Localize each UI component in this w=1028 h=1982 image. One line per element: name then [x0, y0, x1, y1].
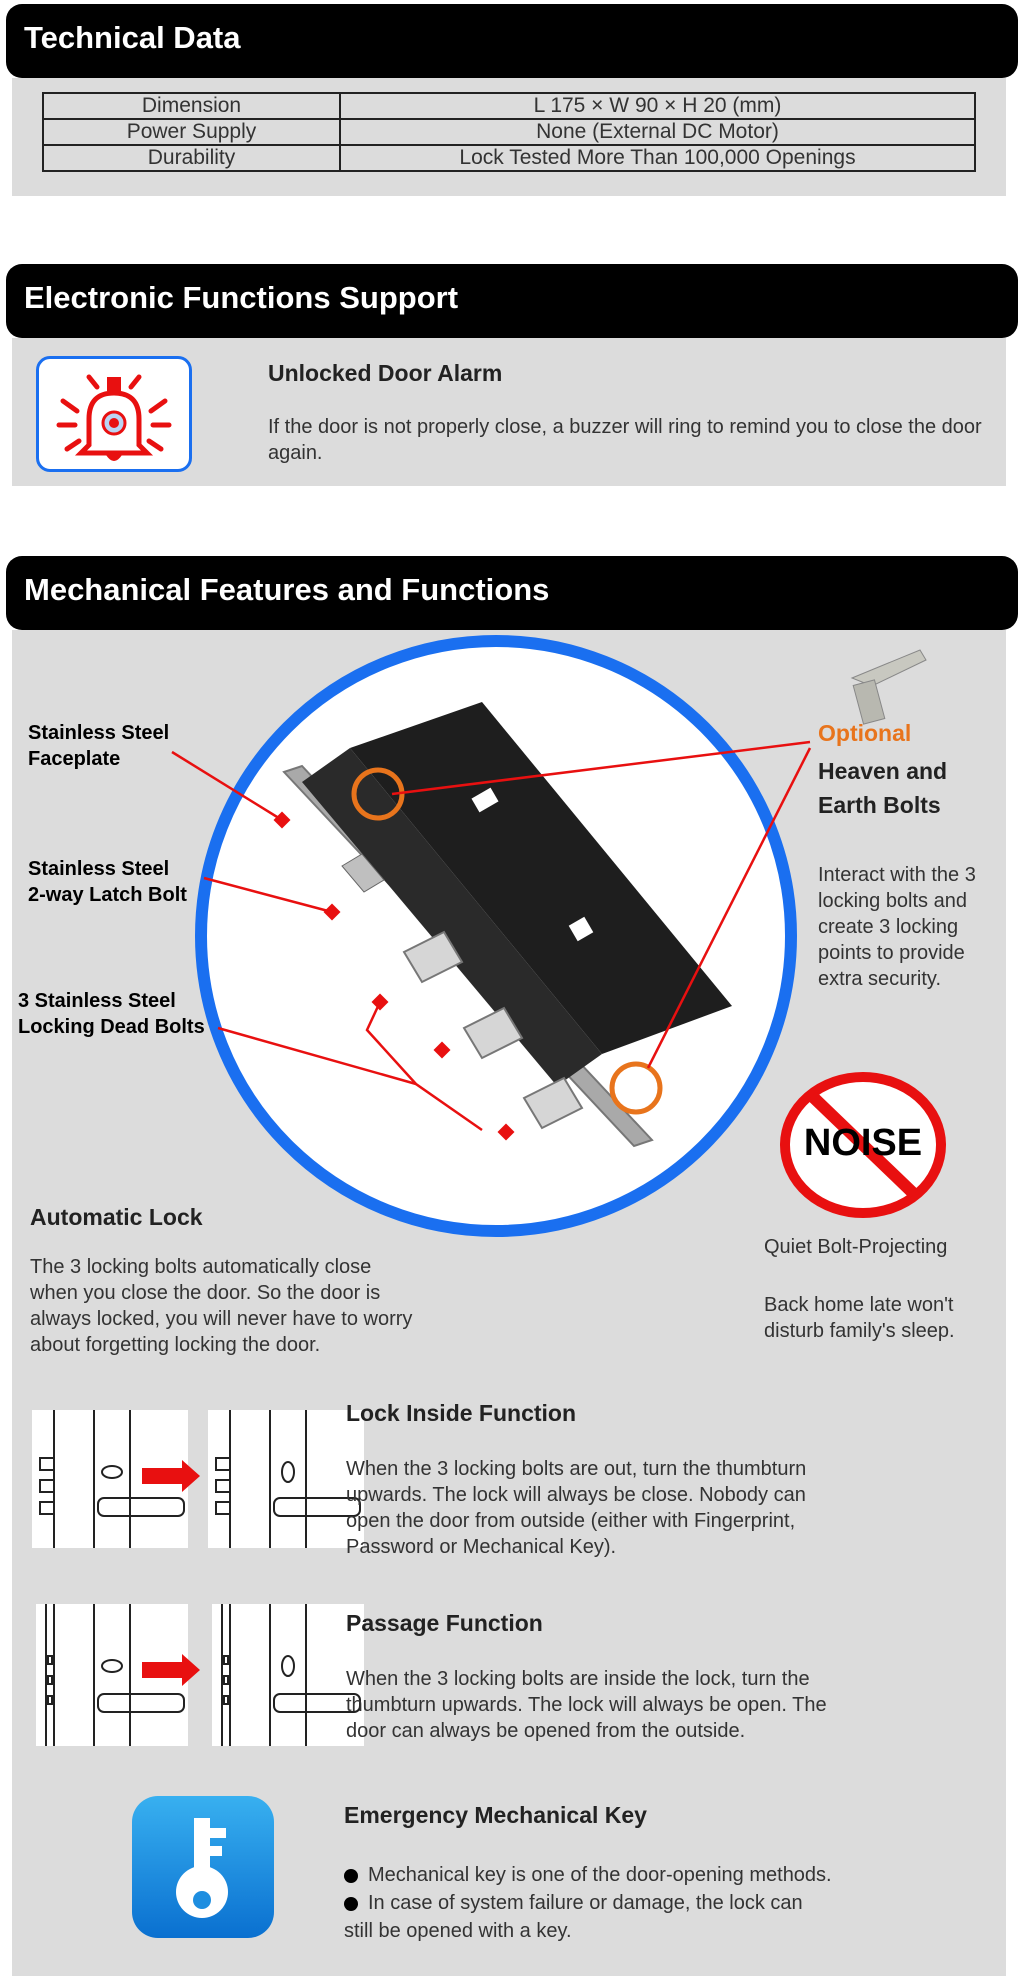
noise-word: NOISE: [803, 1122, 923, 1164]
mechanical-features-header: Mechanical Features and Functions: [6, 556, 1018, 630]
quiet-title: Quiet Bolt-Projecting: [764, 1236, 948, 1258]
spec-label: Power Supply: [42, 118, 341, 146]
key-bullet-1-text: Mechanical key is one of the door-openin…: [368, 1864, 832, 1886]
bullet-icon: [344, 1896, 358, 1911]
mechanical-features-title: Mechanical Features and Functions: [24, 572, 550, 607]
passage-illustration: [36, 1604, 364, 1746]
key-bullet-2-text: In case of system failure or damage, the…: [368, 1892, 803, 1914]
table-row: Dimension L 175 × W 90 × H 20 (mm): [42, 92, 976, 120]
electronic-functions-header: Electronic Functions Support: [6, 264, 1018, 338]
emergency-key-title: Emergency Mechanical Key: [344, 1802, 647, 1828]
lock-inside-description: When the 3 locking bolts are out, turn t…: [346, 1458, 807, 1558]
no-noise-icon: NOISE: [778, 1070, 948, 1220]
technical-data-title: Technical Data: [24, 20, 241, 55]
lock-body-illustration: [171, 635, 927, 1237]
electronic-functions-title: Electronic Functions Support: [24, 280, 459, 315]
lock-inside-title: Lock Inside Function: [346, 1400, 577, 1426]
key-bullet-2: In case of system failure or damage, the…: [344, 1890, 984, 1916]
lock-inside-illustration: [32, 1410, 364, 1548]
key-bullet-2-cont: still be opened with a key.: [344, 1920, 572, 1942]
quiet-description: Back home late won't disturb family's sl…: [764, 1294, 955, 1342]
spec-value: None (External DC Motor): [339, 118, 976, 146]
passage-description: When the 3 locking bolts are inside the …: [346, 1668, 827, 1742]
heaven-earth-description: Interact with the 3 locking bolts and cr…: [818, 864, 976, 990]
spec-value: Lock Tested More Than 100,000 Openings: [339, 144, 976, 172]
automatic-lock-description: The 3 locking bolts automatically close …: [30, 1256, 413, 1356]
electronic-functions-panel: Unlocked Door Alarm If the door is not p…: [12, 338, 1006, 486]
spec-label: Dimension: [42, 92, 341, 120]
lever-handle-icon: [850, 649, 927, 725]
alarm-description: If the door is not properly close, a buz…: [268, 416, 982, 464]
spec-table: Dimension L 175 × W 90 × H 20 (mm) Power…: [42, 92, 976, 172]
spec-label: Durability: [42, 144, 341, 172]
alarm-bell-icon: [36, 356, 192, 472]
automatic-lock-title: Automatic Lock: [30, 1204, 203, 1230]
table-row: Durability Lock Tested More Than 100,000…: [42, 144, 976, 172]
alarm-title: Unlocked Door Alarm: [268, 360, 503, 386]
dead-bolts-label: 3 Stainless Steel Locking Dead Bolts: [18, 990, 205, 1038]
passage-title: Passage Function: [346, 1610, 543, 1636]
heaven-earth-title: Heaven and Earth Bolts: [818, 758, 948, 818]
technical-data-header: Technical Data: [6, 4, 1018, 78]
technical-data-panel: Dimension L 175 × W 90 × H 20 (mm) Power…: [12, 78, 1006, 196]
key-bullet-1: Mechanical key is one of the door-openin…: [344, 1862, 984, 1888]
optional-label: Optional: [818, 720, 912, 746]
mechanical-features-panel: Stainless Steel Faceplate Stainless Stee…: [12, 630, 1006, 1976]
bullet-icon: [344, 1868, 358, 1883]
latch-bolt-label: Stainless Steel 2-way Latch Bolt: [28, 858, 187, 906]
faceplate-label: Stainless Steel Faceplate: [28, 722, 170, 770]
key-icon: [132, 1796, 274, 1938]
spec-value: L 175 × W 90 × H 20 (mm): [339, 92, 976, 120]
table-row: Power Supply None (External DC Motor): [42, 118, 976, 146]
